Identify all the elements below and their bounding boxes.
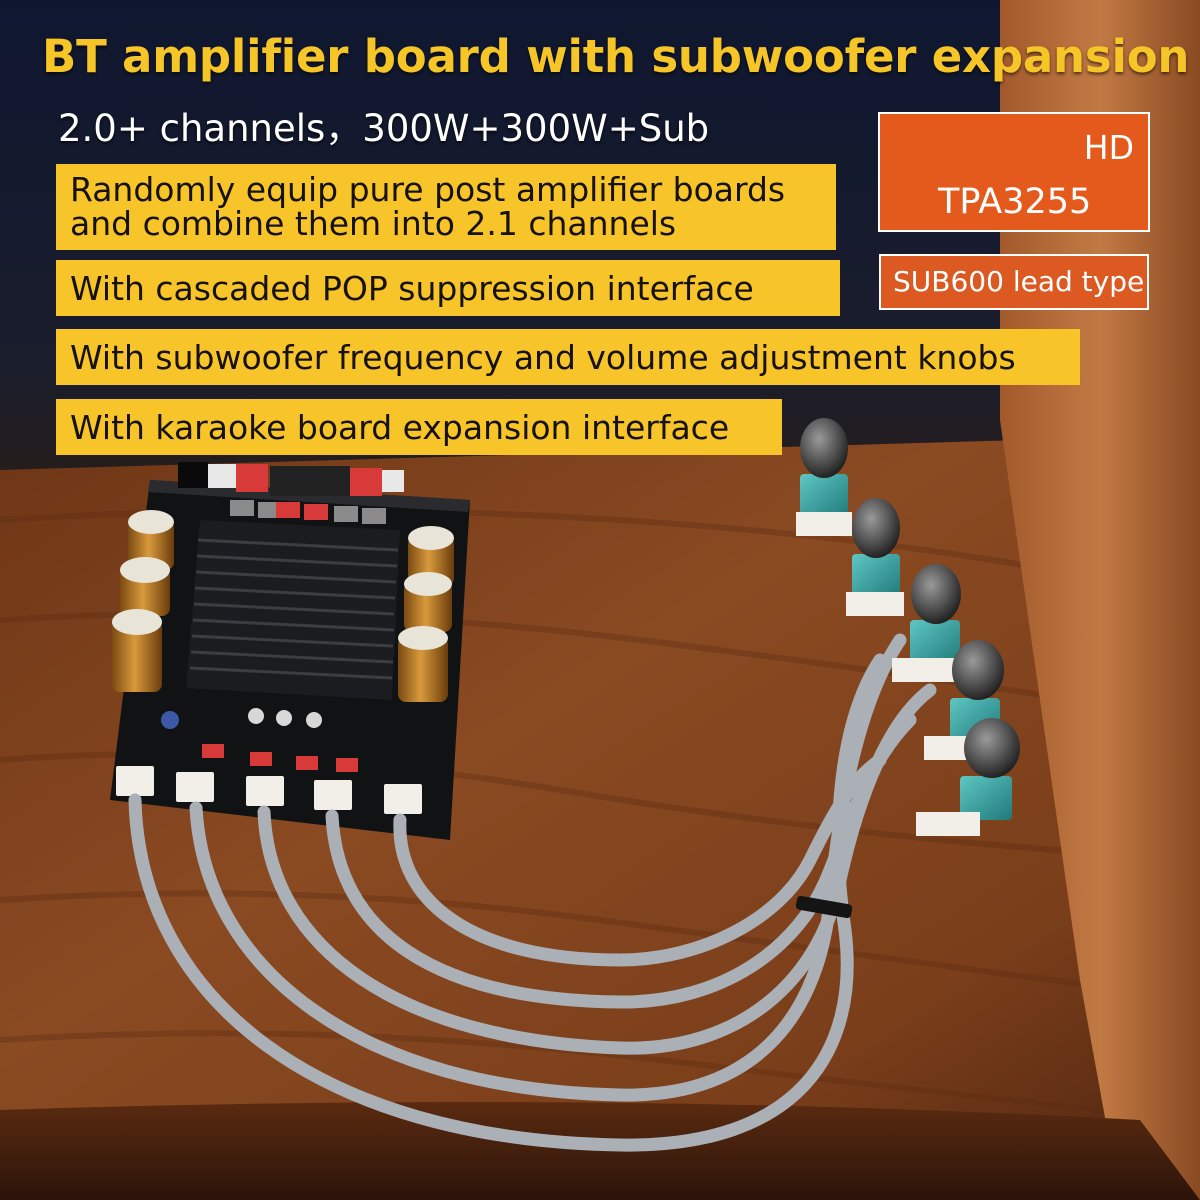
subheadline: 2.0+ channels，300W+300W+Sub bbox=[58, 107, 710, 150]
feature-text-line: and combine them into 2.1 channels bbox=[70, 204, 677, 243]
cable-tie bbox=[795, 895, 853, 919]
capacitors bbox=[112, 510, 454, 702]
feature-text-line: With subwoofer frequency and volume adju… bbox=[70, 338, 1016, 377]
board-connectors bbox=[116, 766, 422, 814]
feature-band: With subwoofer frequency and volume adju… bbox=[56, 329, 1080, 385]
feature-text-line: With karaoke board expansion interface bbox=[70, 408, 730, 447]
amplifier-board bbox=[110, 462, 470, 840]
chip-badge: HD TPA3255 bbox=[878, 112, 1150, 232]
chip-quality: HD bbox=[1083, 128, 1134, 167]
lead-type-badge: SUB600 lead type bbox=[879, 254, 1149, 310]
feature-text-line: Randomly equip pure post amplifier board… bbox=[70, 170, 786, 209]
desk-grain bbox=[0, 507, 1200, 1123]
grey-cables bbox=[128, 633, 937, 1152]
potentiometer-knobs bbox=[796, 418, 1020, 836]
feature-band: Randomly equip pure post amplifier board… bbox=[56, 164, 836, 250]
feature-band: With karaoke board expansion interface bbox=[56, 399, 782, 455]
headline: BT amplifier board with subwoofer expans… bbox=[42, 30, 1190, 83]
feature-text-line: With cascaded POP suppression interface bbox=[70, 269, 754, 308]
feature-band: With cascaded POP suppression interface bbox=[56, 260, 840, 316]
chip-model: TPA3255 bbox=[938, 182, 1092, 222]
desk-front-edge bbox=[0, 1102, 1200, 1200]
